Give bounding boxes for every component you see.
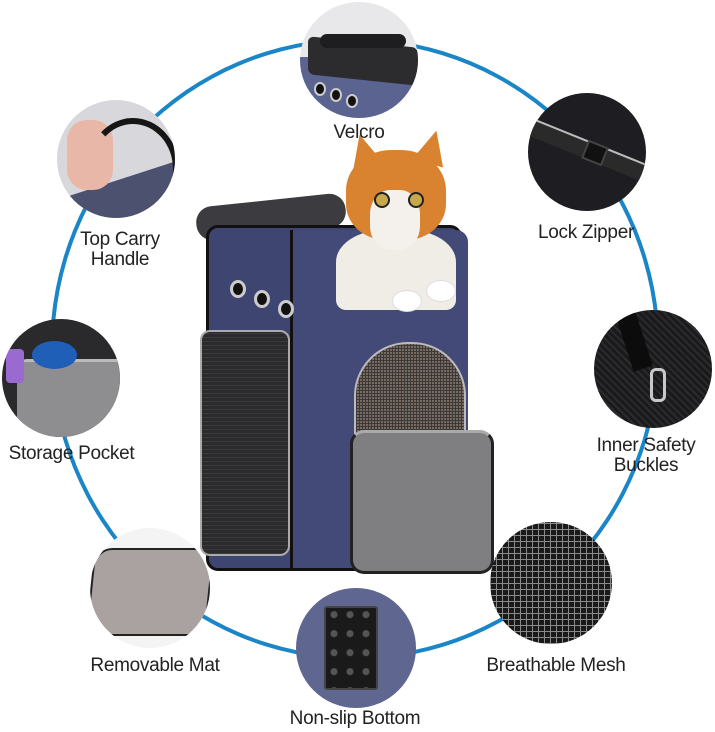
removable-mat-image (90, 528, 210, 648)
front-storage-pocket (350, 430, 494, 574)
side-mesh-pocket (200, 330, 290, 556)
feature-label: Lock Zipper (538, 222, 634, 243)
product-image-pet-carrier (194, 126, 496, 580)
feature-label: Non-slip Bottom (289, 708, 421, 729)
storage-pocket-image (2, 319, 120, 437)
feature-label: Removable Mat (90, 655, 220, 676)
feature-label: Storage Pocket (8, 443, 135, 464)
feature-label: Breathable Mesh (486, 655, 626, 676)
non-slip-bottom-image (296, 588, 416, 708)
feature-label: Top Carry Handle (80, 229, 160, 270)
breathable-mesh-image (490, 522, 612, 644)
air-hole-icon (254, 290, 270, 308)
clip-hook-icon (650, 368, 666, 402)
feature-label: Inner Safety Buckles (596, 435, 696, 476)
velcro-image (300, 2, 418, 118)
cat-image (336, 126, 456, 320)
air-hole-icon (278, 300, 294, 318)
air-hole-icon (230, 280, 246, 298)
lock-zipper-image (528, 93, 646, 211)
feature-label: Velcro (333, 122, 385, 143)
inner-safety-buckles-image (594, 310, 712, 428)
top-carry-handle-image (57, 100, 175, 218)
